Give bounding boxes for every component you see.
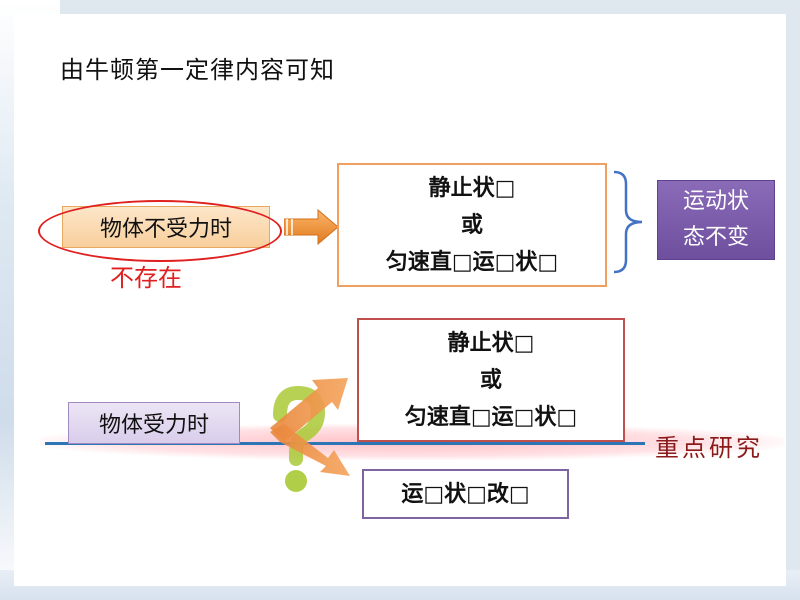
force-condition-box: 物体受力时 xyxy=(68,402,240,444)
top-result-box: 静止状□ 或 匀速直□运□状□ xyxy=(337,163,607,287)
motion-changes-box: 运□状□改□ xyxy=(362,469,569,519)
result-line-uniform-motion: 匀速直□运□状□ xyxy=(385,249,559,275)
right-brace-icon xyxy=(613,170,643,274)
motion-unchanged-line-2: 态不变 xyxy=(682,225,749,250)
result-line-rest: 静止状□ xyxy=(447,330,535,356)
result-line-or: 或 xyxy=(479,367,502,393)
bottom-upper-result-box: 静止状□ 或 匀速直□运□状□ xyxy=(357,318,625,442)
does-not-exist-annotation: 不存在 xyxy=(110,264,182,292)
result-line-uniform-motion: 匀速直□运□状□ xyxy=(404,404,578,430)
motion-unchanged-box: 运动状 态不变 xyxy=(657,180,775,260)
key-research-tag: 重点研究 xyxy=(655,434,763,462)
force-condition-text: 物体受力时 xyxy=(98,413,209,438)
branch-arrows-icon xyxy=(270,378,350,476)
divider-line xyxy=(45,442,645,445)
result-line-or: 或 xyxy=(460,212,483,238)
motion-changes-text: 运□状□改□ xyxy=(401,481,530,507)
result-line-rest: 静止状□ xyxy=(428,175,516,201)
highlight-ellipse xyxy=(38,200,282,262)
motion-unchanged-line-1: 运动状 xyxy=(682,189,749,214)
right-arrow-icon xyxy=(284,209,339,245)
slide-title: 由牛顿第一定律内容可知 xyxy=(60,56,335,84)
